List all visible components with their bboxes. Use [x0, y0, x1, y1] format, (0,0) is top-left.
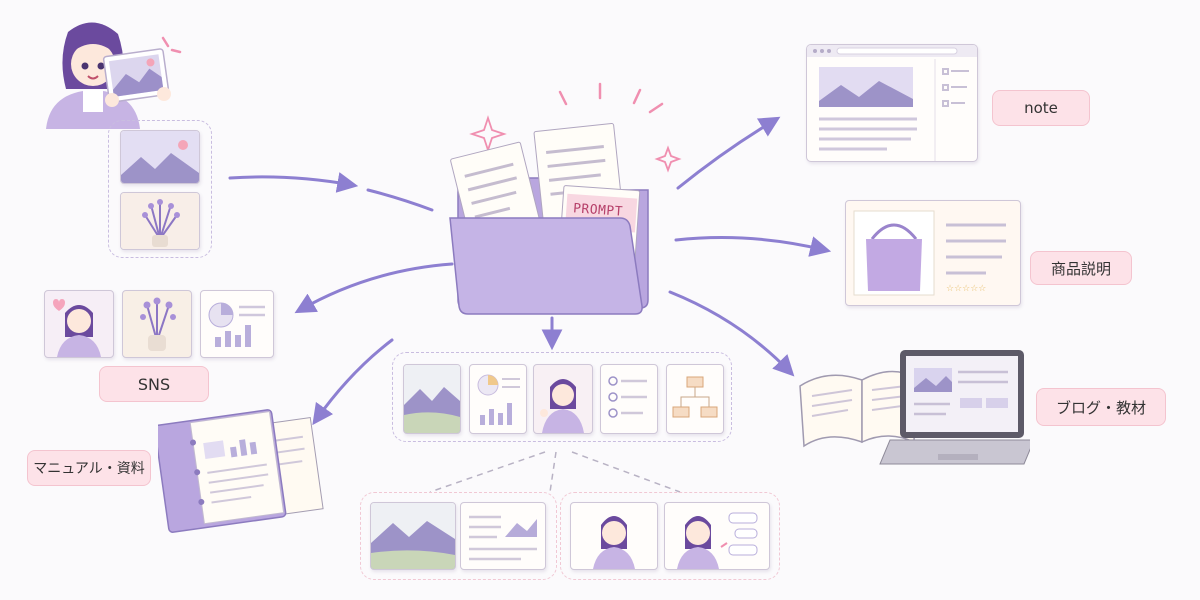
sns-label: SNS — [99, 366, 209, 402]
prompt-folder-icon — [449, 123, 649, 315]
grid-checklist — [600, 364, 658, 434]
svg-text:☆☆☆☆☆: ☆☆☆☆☆ — [946, 284, 986, 294]
book-and-laptop-icon — [799, 350, 1030, 465]
blog-materials-label: ブログ・教材 — [1036, 388, 1166, 426]
note-label: note — [992, 90, 1090, 126]
avatar-holding-photo — [46, 22, 171, 129]
lavender-thumbnail — [120, 192, 200, 250]
product-description-label: 商品説明 — [1030, 251, 1132, 285]
note-browser-window — [806, 44, 978, 162]
sns-chart-post — [200, 290, 274, 358]
arrow-input-to-folder — [228, 172, 359, 193]
dashed-link-left — [429, 451, 546, 493]
sparkle-marks — [161, 36, 664, 114]
generated-assets-group — [392, 352, 732, 442]
derived-set-avatar — [560, 492, 780, 580]
arrow-to-note — [676, 116, 781, 190]
derived-landscape-photo — [370, 502, 456, 570]
grid-chart — [469, 364, 527, 434]
derived-set-landscape — [360, 492, 557, 580]
grid-avatar — [533, 364, 593, 434]
landscape-thumbnail — [120, 130, 200, 184]
arrow-to-blog — [668, 290, 795, 377]
derived-text-with-image — [460, 502, 546, 570]
arrow-input-tail — [366, 188, 434, 212]
dashed-link-mid — [549, 451, 557, 493]
binder-document-icon — [158, 409, 324, 533]
derived-avatar-portrait — [570, 502, 658, 570]
manual-materials-label: マニュアル・資料 — [27, 450, 151, 486]
grid-landscape — [403, 364, 461, 434]
input-images-group — [108, 120, 212, 258]
derived-avatar-explaining — [664, 502, 770, 570]
sns-lavender-post — [122, 290, 192, 358]
dashed-link-right — [571, 451, 681, 493]
sns-avatar-post — [44, 290, 114, 358]
product-card: ☆☆☆☆☆ — [845, 200, 1021, 306]
arrow-to-sns — [294, 262, 454, 314]
arrow-to-manual — [312, 338, 394, 426]
grid-flowchart — [666, 364, 724, 434]
arrow-to-product — [674, 236, 832, 257]
